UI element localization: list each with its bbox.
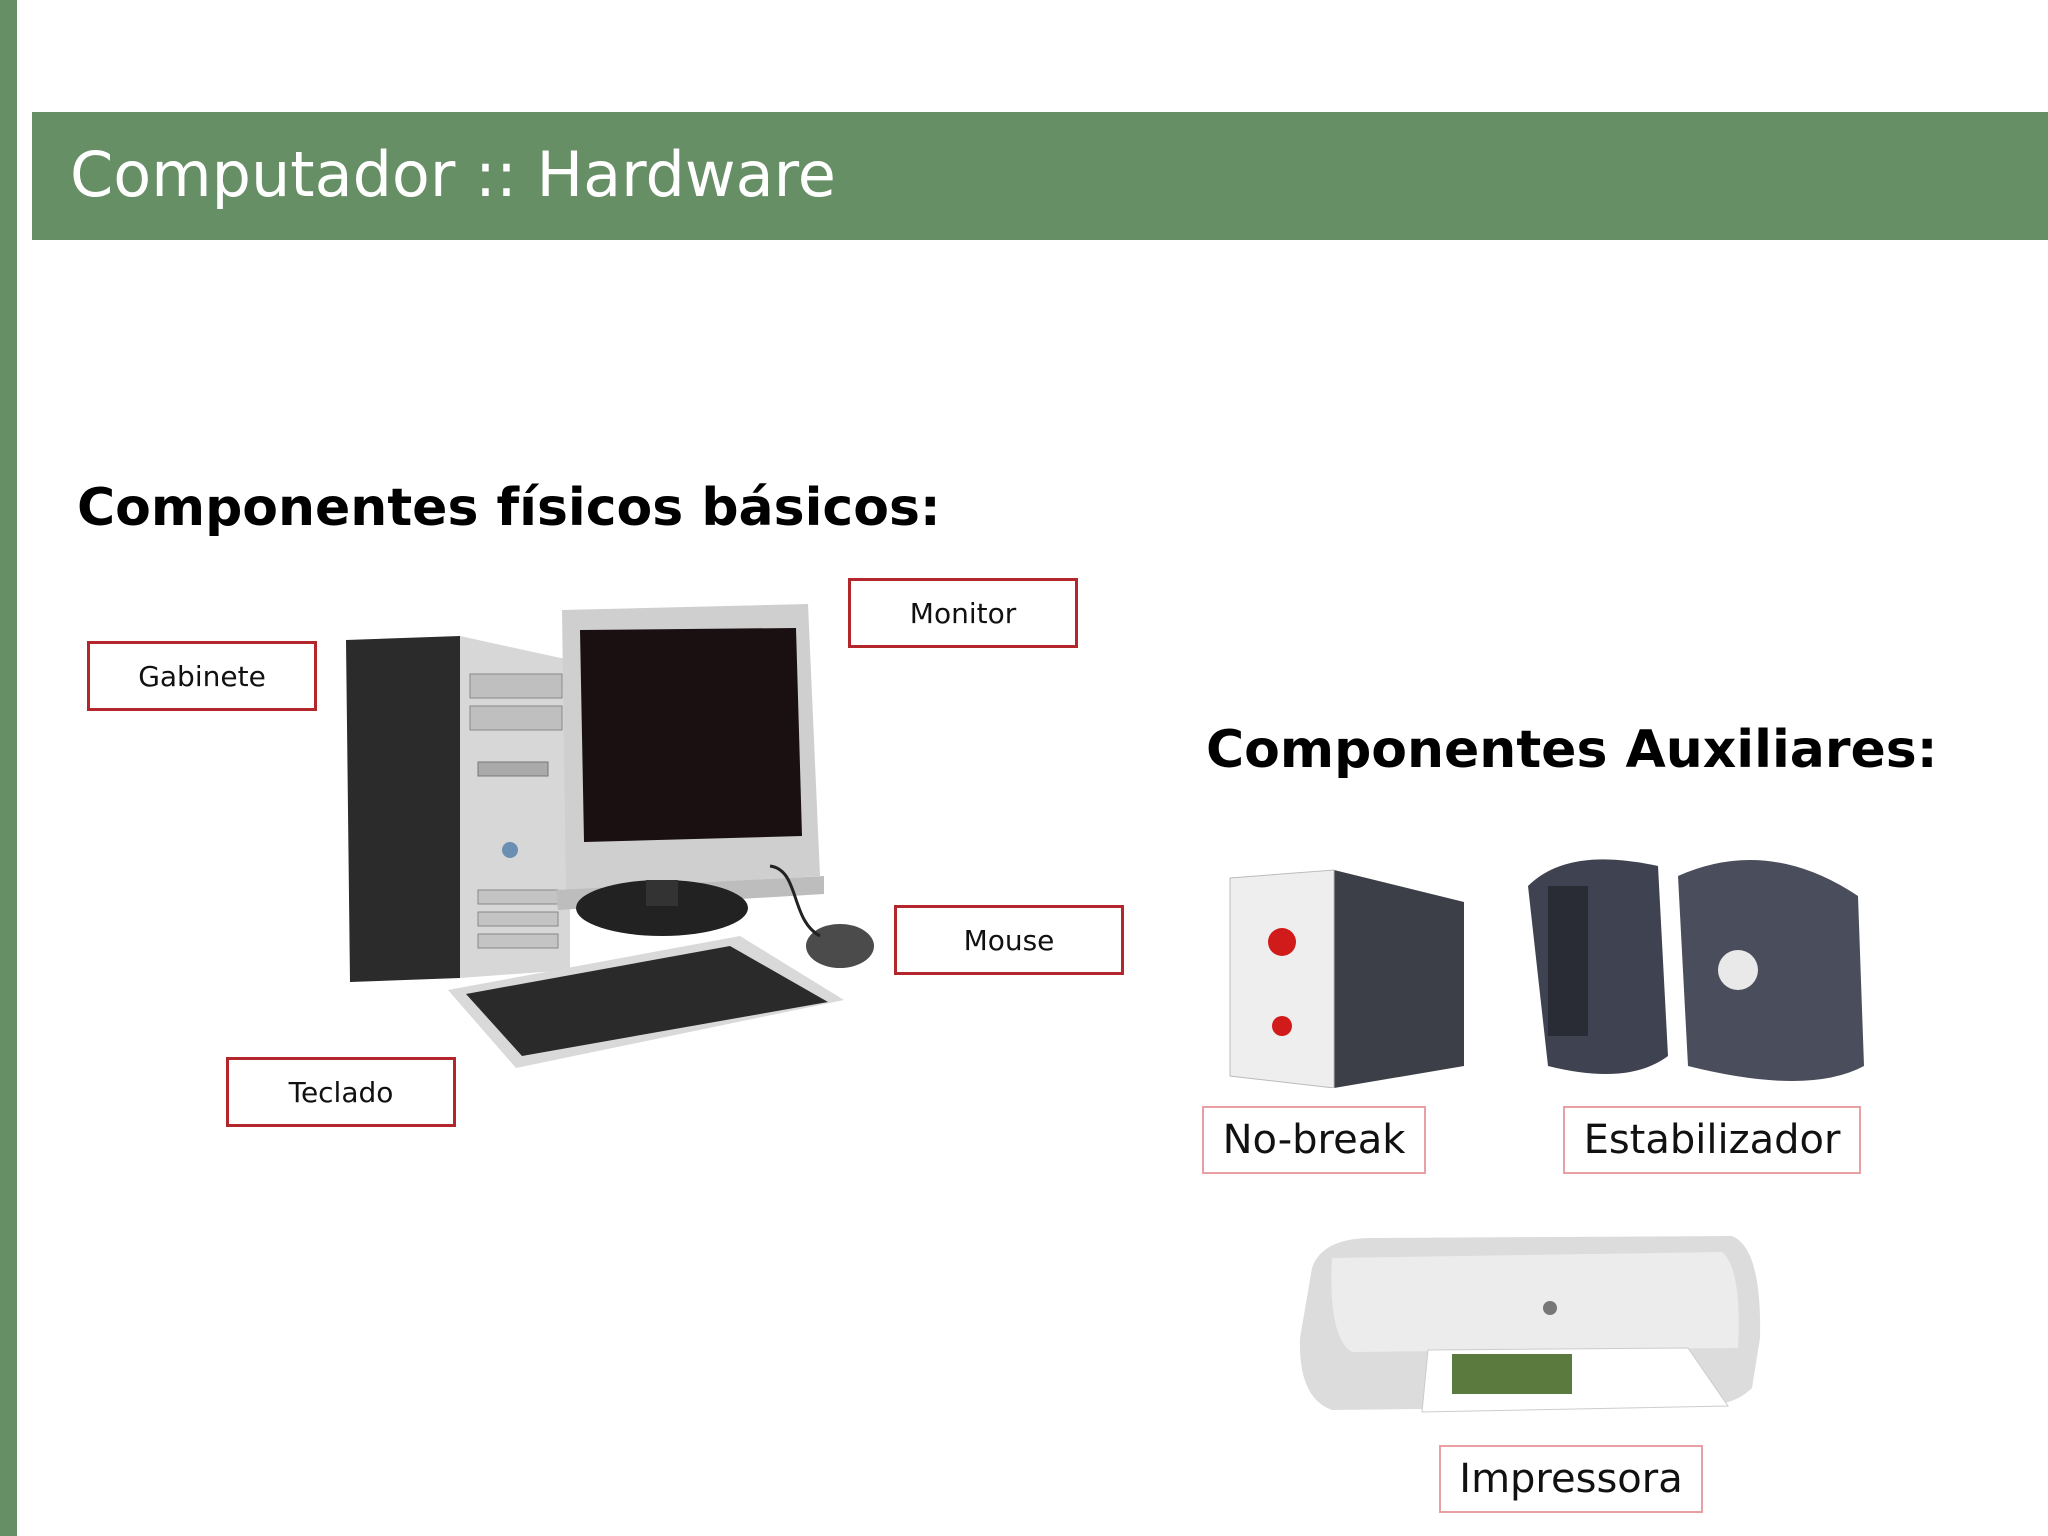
printer-image [1299, 1236, 1761, 1413]
ups-image [1229, 869, 1464, 1088]
label-gabinete: Gabinete [87, 641, 317, 711]
label-estabilizador: Estabilizador [1563, 1106, 1861, 1174]
label-mouse: Mouse [894, 905, 1124, 975]
left-accent-bar [0, 0, 17, 1536]
label-monitor: Monitor [848, 578, 1078, 648]
desktop-computer-image [346, 604, 874, 1068]
label-impressora: Impressora [1439, 1445, 1703, 1513]
label-no-break: No-break [1202, 1106, 1426, 1174]
auxiliary-components-heading: Componentes Auxiliares: [1206, 720, 1938, 780]
title-bar [32, 112, 2048, 240]
slide-title: Computador :: Hardware [70, 138, 836, 211]
basic-components-heading: Componentes físicos básicos: [77, 478, 941, 538]
stabilizer-image [1528, 859, 1864, 1081]
label-teclado: Teclado [226, 1057, 456, 1127]
